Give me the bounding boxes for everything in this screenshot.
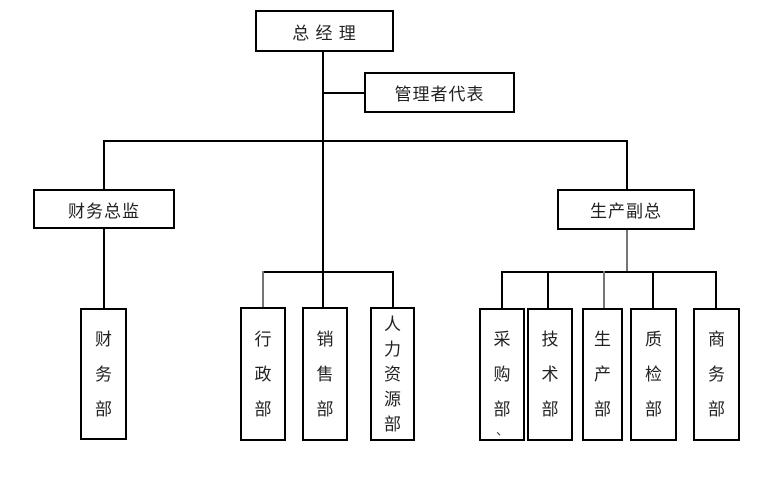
connector-qc-drop [652, 271, 654, 309]
node-tech-dept: 技术部 [527, 308, 573, 441]
connector-admin-drop [262, 271, 264, 308]
node-production-dept-label: 生产部 [594, 330, 611, 419]
connector-purchasing-drop [501, 271, 503, 309]
connector-right-horizontal [501, 271, 717, 273]
node-management-rep-label: 管理者代表 [394, 85, 485, 104]
connector-production-vp-down [626, 229, 628, 273]
node-sales-dept-label: 销售部 [316, 329, 334, 419]
node-admin-dept-label: 行政部 [254, 329, 272, 419]
node-production-dept: 生产部 [582, 308, 623, 441]
node-purchasing-dept: 采购部 [479, 308, 525, 441]
node-production-vp-label: 生产副总 [590, 202, 662, 221]
node-finance-director-label: 财务总监 [68, 201, 140, 221]
connector-production-vp-drop [626, 140, 628, 190]
connector-commerce-drop [715, 271, 717, 309]
node-production-vp: 生产副总 [557, 189, 695, 230]
connector-rep-branch [323, 92, 365, 94]
node-commerce-dept: 商务部 [693, 308, 740, 441]
connector-finance-director-drop [103, 140, 105, 190]
node-sales-dept: 销售部 [302, 307, 348, 441]
node-general-manager: 总 经 理 [255, 10, 394, 52]
node-hr-dept-label: 人力资源部 [384, 314, 401, 434]
node-hr-dept: 人力资源部 [370, 307, 415, 441]
connector-production-dept-drop [603, 271, 605, 309]
node-finance-dept: 财务部 [80, 308, 127, 440]
node-commerce-dept-label: 商务部 [708, 330, 725, 419]
node-qc-dept: 质检部 [630, 308, 677, 441]
node-general-manager-label: 总 经 理 [292, 23, 357, 43]
node-tech-dept-label: 技术部 [541, 330, 559, 419]
node-management-rep: 管理者代表 [364, 72, 515, 113]
connector-tech-drop [547, 271, 549, 309]
node-finance-dept-label: 财务部 [95, 329, 112, 419]
node-admin-dept: 行政部 [240, 307, 286, 441]
node-qc-dept-label: 质检部 [645, 330, 662, 419]
connector-main-horizontal [103, 140, 628, 142]
connector-finance-dept-drop [103, 228, 105, 308]
connector-middle-horizontal [262, 271, 394, 273]
stray-mark: 、 [496, 423, 510, 438]
node-purchasing-dept-label: 采购部 [493, 330, 511, 419]
connector-gm-trunk [322, 52, 324, 307]
connector-hr-drop [392, 271, 394, 308]
node-finance-director: 财务总监 [33, 189, 175, 229]
